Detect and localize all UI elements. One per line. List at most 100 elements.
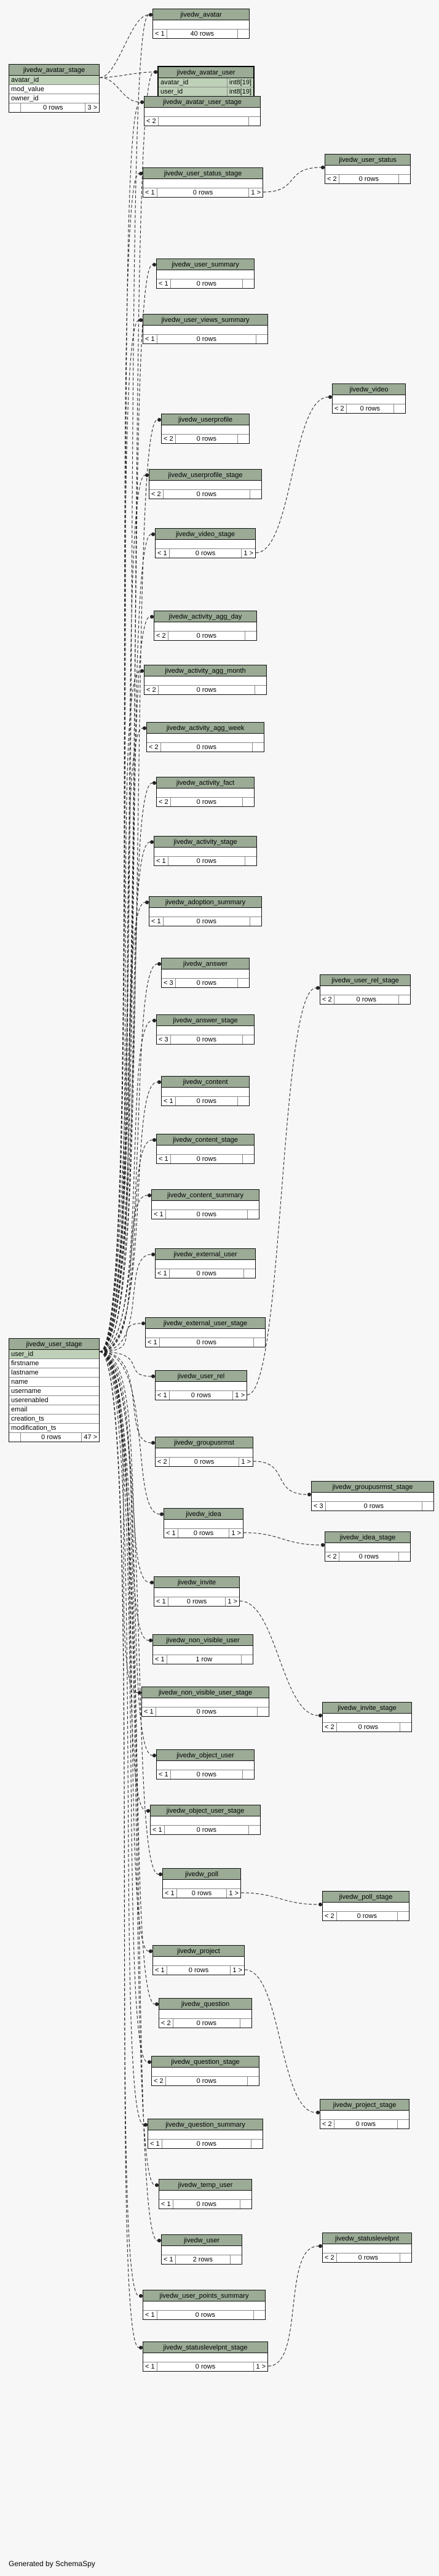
table-header[interactable]: jivedw_answer — [162, 958, 249, 969]
table-header[interactable]: jivedw_video_stage — [156, 529, 255, 540]
table-header[interactable]: jivedw_content_summary — [152, 1190, 259, 1201]
table-header[interactable]: jivedw_question — [159, 1999, 251, 2010]
table-header[interactable]: jivedw_invite — [154, 1577, 239, 1588]
table-header[interactable]: jivedw_user_rel_stage — [320, 975, 410, 986]
table-header[interactable]: jivedw_non_visible_user_stage — [142, 1687, 269, 1698]
table-header[interactable]: jivedw_user_points_summary — [143, 2290, 265, 2301]
table-header[interactable]: jivedw_groupusrmst — [156, 1437, 253, 1448]
table-header[interactable]: jivedw_statuslevelpnt_stage — [143, 2342, 267, 2353]
table-header[interactable]: jivedw_question_stage — [152, 2056, 259, 2068]
table-header[interactable]: jivedw_content — [162, 1077, 249, 1088]
table-header[interactable]: jivedw_avatar_stage — [9, 65, 99, 76]
table-header[interactable]: jivedw_object_user_stage — [151, 1805, 260, 1816]
table-header[interactable]: jivedw_non_visible_user — [153, 1635, 253, 1646]
table-header[interactable]: jivedw_question_summary — [148, 2119, 263, 2130]
table-header[interactable]: jivedw_user_rel — [156, 1371, 247, 1382]
table-header[interactable]: jivedw_groupusrmst_stage — [312, 1482, 433, 1493]
table-header[interactable]: jivedw_statuslevelpnt — [323, 2233, 411, 2244]
table-header[interactable]: jivedw_avatar_user_stage — [144, 97, 260, 108]
table-header[interactable]: jivedw_object_user — [157, 1750, 254, 1761]
table-header[interactable]: jivedw_activity_stage — [154, 837, 256, 848]
table-header[interactable]: jivedw_external_user — [156, 1249, 255, 1260]
table-header[interactable]: jivedw_temp_user — [159, 2180, 251, 2191]
table-header[interactable]: jivedw_activity_fact — [157, 777, 254, 788]
table-header[interactable]: jivedw_user_status_stage — [143, 168, 263, 179]
table-header[interactable]: jivedw_avatar — [153, 9, 249, 20]
table-header[interactable]: jivedw_project_stage — [320, 2100, 409, 2111]
table-header[interactable]: jivedw_user_views_summary — [143, 315, 267, 326]
table-header[interactable]: jivedw_user_stage — [9, 1339, 99, 1350]
table-header[interactable]: jivedw_poll_stage — [323, 1892, 409, 1903]
table-header[interactable]: jivedw_idea_stage — [325, 1532, 410, 1543]
table-header[interactable]: jivedw_external_user_stage — [146, 1318, 265, 1329]
table-header[interactable]: jivedw_video — [333, 384, 405, 395]
table-header[interactable]: jivedw_idea — [164, 1509, 243, 1520]
table-header[interactable]: jivedw_userprofile_stage — [149, 470, 261, 481]
table-jivedw-avatar-user-stage[interactable]: jivedw_avatar_user_stage< 2 — [144, 96, 261, 126]
table-header[interactable]: jivedw_invite_stage — [323, 1703, 411, 1714]
table-header[interactable]: jivedw_avatar_user — [159, 67, 253, 78]
table-header[interactable]: jivedw_user — [162, 2235, 242, 2246]
table-header[interactable]: jivedw_answer_stage — [157, 1015, 254, 1026]
table-header[interactable]: jivedw_user_summary — [157, 259, 254, 270]
table-header[interactable]: jivedw_poll — [163, 1869, 240, 1880]
table-header[interactable]: jivedw_adoption_summary — [149, 897, 261, 908]
table-header[interactable]: jivedw_user_status — [325, 154, 410, 166]
table-header[interactable]: jivedw_activity_agg_month — [144, 665, 266, 676]
table-header[interactable]: jivedw_project — [153, 1946, 244, 1957]
table-header[interactable]: jivedw_content_stage — [157, 1134, 254, 1146]
table-header[interactable]: jivedw_userprofile — [162, 414, 249, 425]
table-header[interactable]: jivedw_activity_agg_day — [154, 611, 256, 622]
table-header[interactable]: jivedw_activity_agg_week — [147, 723, 264, 734]
